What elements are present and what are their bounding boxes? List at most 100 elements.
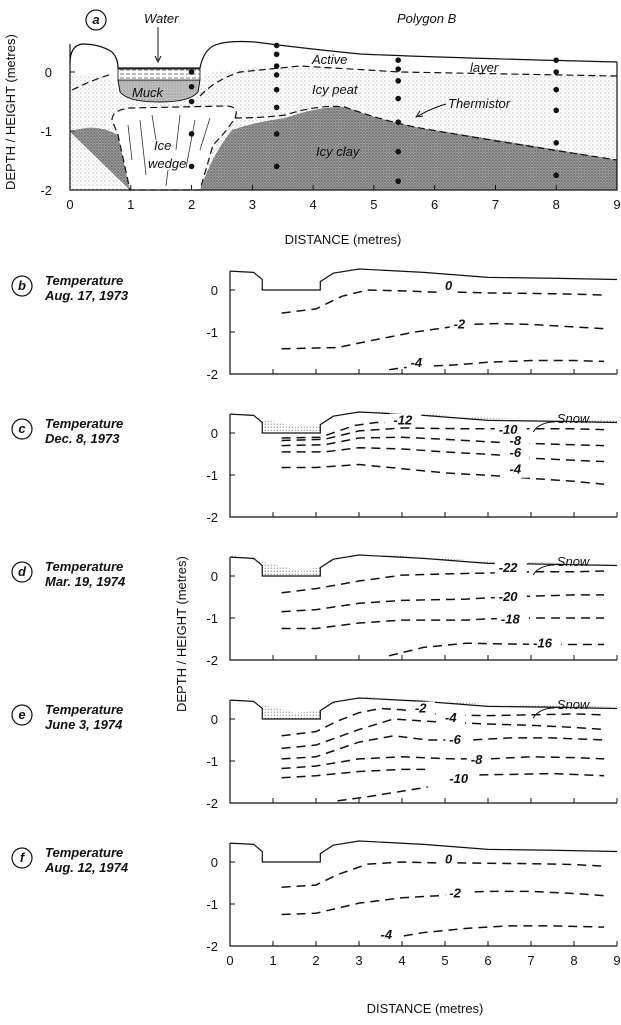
y-tick-label: 0 — [211, 426, 218, 441]
x-tick-label: 1 — [269, 953, 276, 968]
shared-x-axis-title: DISTANCE (metres) — [367, 1001, 484, 1016]
isotherm-label: -6 — [449, 732, 461, 747]
polygon-label: Polygon B — [397, 11, 457, 26]
isotherm-label: -4 — [510, 462, 522, 477]
isotherm-label-bg — [441, 279, 457, 294]
y-tick-label: -2 — [206, 939, 218, 954]
snow-cover — [230, 697, 617, 719]
thermistor-dot — [395, 57, 402, 63]
isotherm-label-bg — [494, 560, 527, 576]
isotherm-label: -10 — [449, 771, 469, 786]
isotherm-label: -12 — [393, 413, 413, 428]
y-tick-label: -1 — [206, 468, 218, 483]
isotherm-line — [388, 925, 605, 940]
isotherm-label-bg — [406, 355, 431, 371]
panel-letter: e — [18, 707, 25, 722]
isotherm-label-bg — [505, 462, 530, 478]
isotherm-line — [281, 436, 605, 447]
isotherm-label-bg — [410, 701, 435, 717]
x-tick-label: 4 — [398, 953, 405, 968]
y-tick-label: -1 — [40, 124, 52, 139]
icy-clay-label: Icy clay — [316, 144, 361, 159]
thermistor-dot — [273, 163, 280, 170]
isotherm-label-bg — [496, 612, 529, 628]
isotherm-label: -20 — [499, 589, 519, 604]
y-tick-label: -2 — [206, 367, 218, 382]
water-region — [117, 68, 201, 81]
panel-letter-circle — [11, 275, 33, 297]
thermistor-dot — [553, 140, 560, 146]
isotherm-line — [281, 890, 605, 916]
ground-surface — [229, 840, 618, 863]
snow-label: Snow — [557, 554, 591, 569]
x-tick-label: 9 — [613, 953, 620, 968]
x-tick-label: 6 — [431, 197, 438, 212]
icy-clay-region-main — [200, 106, 617, 190]
thermistor-dot — [553, 107, 560, 114]
panel-date: Mar. 19, 1974 — [45, 574, 126, 589]
isotherm-label-bg — [505, 433, 530, 449]
panel-a-frame — [69, 44, 618, 191]
isotherm-label: -2 — [415, 701, 427, 716]
isotherm-label: -4 — [381, 927, 393, 942]
isotherm-line — [281, 463, 605, 485]
x-tick-label: 0 — [66, 197, 73, 212]
panel-a-letter: a — [92, 12, 99, 27]
panel-date: Dec. 8, 1973 — [45, 431, 120, 446]
thermistor-dot — [273, 86, 280, 93]
icy-peat-label: Icy peat — [312, 82, 359, 97]
y-tick-label: 0 — [45, 65, 52, 80]
ground-surface — [229, 411, 618, 434]
panel-letter: d — [18, 564, 27, 579]
y-tick-label: 0 — [211, 569, 218, 584]
isotherm-line — [281, 617, 605, 630]
panel-date: Aug. 12, 1974 — [44, 860, 129, 875]
isotherm-label-bg — [445, 771, 478, 787]
x-tick-label: 0 — [226, 953, 233, 968]
isotherm-label: -16 — [533, 635, 553, 650]
snow-cover — [230, 411, 617, 433]
y-tick-label: 0 — [211, 283, 218, 298]
panel-title: Temperature — [45, 845, 123, 860]
x-tick-label: 2 — [188, 197, 195, 212]
thermistor-dot — [273, 72, 280, 78]
isotherm-line — [337, 786, 428, 802]
isotherm-label-bg — [441, 710, 465, 726]
layer-label: layer — [470, 60, 499, 75]
snow-cover — [230, 554, 617, 576]
muck-label: Muck — [132, 85, 165, 100]
isotherm-label-bg — [449, 317, 474, 333]
isotherm-label-bg — [376, 927, 401, 943]
ground-surface — [229, 268, 618, 291]
x-tick-label: 4 — [309, 197, 316, 212]
panel-letter: c — [18, 421, 26, 436]
thermistor-dot — [395, 119, 402, 125]
isotherm-line — [281, 768, 428, 779]
thermistor-dot — [553, 57, 560, 63]
isotherm-label-bg — [389, 413, 422, 429]
thermistor-dot — [395, 95, 402, 102]
isotherm-line — [388, 642, 605, 657]
y-tick-label: -1 — [206, 897, 218, 912]
thermistor-dot — [273, 131, 280, 137]
isotherm-line — [281, 322, 605, 350]
x-tick-label: 9 — [613, 197, 620, 212]
x-tick-label: 7 — [527, 953, 534, 968]
snow-label: Snow — [557, 411, 591, 426]
isotherm-label: -8 — [471, 752, 483, 767]
panel-title: Temperature — [45, 416, 123, 431]
x-tick-label: 3 — [249, 197, 256, 212]
wedge-label: wedge — [148, 156, 186, 171]
isotherm-label-bg — [494, 590, 527, 606]
water-label: Water — [144, 11, 179, 26]
isotherm-label: 0 — [445, 278, 453, 293]
y-tick-label: -1 — [206, 325, 218, 340]
x-tick-label: 5 — [441, 953, 448, 968]
panel-letter: b — [18, 278, 26, 293]
